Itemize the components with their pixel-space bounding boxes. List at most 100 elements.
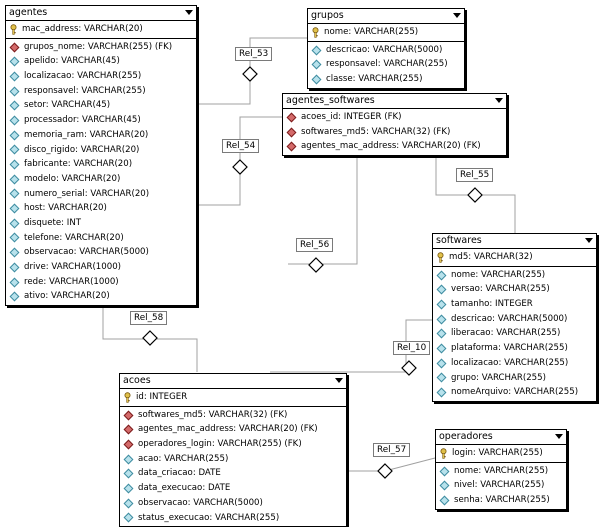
column-nome[interactable]: nome: VARCHAR(255)	[308, 25, 464, 40]
column-agentes-mac-address[interactable]: agentes_mac_address: VARCHAR(20) (FK)	[283, 139, 506, 154]
rel-10-label[interactable]: Rel_10	[393, 341, 431, 355]
column-versao[interactable]: versao: VARCHAR(255)	[433, 282, 596, 297]
column-ativo[interactable]: ativo: VARCHAR(20)	[6, 289, 196, 304]
column-text: agentes_mac_address: VARCHAR(20) (FK)	[301, 141, 481, 152]
attribute-icon	[9, 144, 20, 155]
column-fabricante[interactable]: fabricante: VARCHAR(20)	[6, 157, 196, 172]
entity-agentes-softwares[interactable]: agentes_softwares acoes_id: INTEGER (FK) s…	[282, 93, 507, 157]
entity-operadores[interactable]: operadores login: VARCHAR(255) nome: VARCH…	[435, 429, 567, 510]
entity-title[interactable]: agentes_softwares	[283, 94, 506, 109]
column-responsavel[interactable]: responsavel: VARCHAR(255)	[6, 84, 196, 99]
rel-57-label[interactable]: Rel_57	[373, 443, 411, 457]
column-text: disco_rigido: VARCHAR(20)	[24, 144, 140, 155]
column-tamanho[interactable]: tamanho: INTEGER	[433, 297, 596, 312]
primary-key-icon	[311, 27, 320, 38]
column-text: login: VARCHAR(255)	[452, 448, 543, 458]
column-localizacao[interactable]: localizacao: VARCHAR(255)	[6, 69, 196, 84]
rel-10-diamond	[401, 360, 417, 376]
column-text: acoes_id: INTEGER (FK)	[301, 112, 402, 122]
primary-key-icon	[123, 392, 132, 403]
column-telefone[interactable]: telefone: VARCHAR(20)	[6, 231, 196, 246]
column-descricao[interactable]: descricao: VARCHAR(5000)	[433, 312, 596, 327]
foreign-key-icon	[286, 127, 297, 137]
rel-56-label[interactable]: Rel_56	[296, 238, 334, 252]
column-disquete[interactable]: disquete: INT	[6, 216, 196, 231]
column-host[interactable]: host: VARCHAR(20)	[6, 201, 196, 216]
rel-54-diamond	[232, 159, 248, 175]
column-disco-rigido[interactable]: disco_rigido: VARCHAR(20)	[6, 143, 196, 158]
column-setor[interactable]: setor: VARCHAR(45)	[6, 98, 196, 113]
column-text: localizacao: VARCHAR(255)	[24, 71, 142, 82]
column-text: responsavel: VARCHAR(255)	[24, 85, 146, 96]
column-classe[interactable]: classe: VARCHAR(255)	[308, 72, 464, 87]
column-data-execucao[interactable]: data_execucao: DATE	[120, 481, 346, 496]
column-rede[interactable]: rede: VARCHAR(1000)	[6, 275, 196, 290]
rel-54-label[interactable]: Rel_54	[222, 139, 260, 153]
entity-title[interactable]: softwares	[433, 234, 596, 249]
attribute-icon	[436, 299, 447, 310]
column-modelo[interactable]: modelo: VARCHAR(20)	[6, 172, 196, 187]
column-nome[interactable]: nome: VARCHAR(255)	[436, 464, 566, 479]
column-memoria-ram[interactable]: memoria_ram: VARCHAR(20)	[6, 128, 196, 143]
chevron-down-icon[interactable]	[555, 434, 563, 439]
column-login[interactable]: login: VARCHAR(255)	[436, 446, 566, 461]
entity-title[interactable]: acoes	[120, 374, 346, 389]
entity-agentes[interactable]: agentes mac_address: VARCHAR(20) grupos_no…	[5, 5, 197, 307]
attributes-section: nome: VARCHAR(255)versao: VARCHAR(255)ta…	[433, 265, 596, 401]
column-text: modelo: VARCHAR(20)	[24, 173, 121, 184]
column-plataforma[interactable]: plataforma: VARCHAR(255)	[433, 341, 596, 356]
attribute-icon	[311, 45, 322, 55]
column-apelido[interactable]: apelido: VARCHAR(45)	[6, 54, 196, 69]
chevron-down-icon[interactable]	[495, 98, 503, 103]
column-processador[interactable]: processador: VARCHAR(45)	[6, 113, 196, 128]
column-agentes-mac-address[interactable]: agentes_mac_address: VARCHAR(20) (FK)	[120, 422, 346, 437]
rel-53-label[interactable]: Rel_53	[235, 47, 273, 61]
column-drive[interactable]: drive: VARCHAR(1000)	[6, 260, 196, 275]
attribute-icon	[9, 291, 20, 302]
column-responsavel[interactable]: responsavel: VARCHAR(255)	[308, 57, 464, 72]
column-softwares-md5[interactable]: softwares_md5: VARCHAR(32) (FK)	[120, 408, 346, 423]
column-nomearquivo[interactable]: nomeArquivo: VARCHAR(255)	[433, 385, 596, 400]
attribute-icon	[436, 358, 447, 369]
column-text: mac_address: VARCHAR(20)	[22, 24, 143, 34]
entity-title[interactable]: operadores	[436, 430, 566, 445]
column-observacao[interactable]: observacao: VARCHAR(5000)	[120, 496, 346, 511]
column-grupos-nome[interactable]: grupos_nome: VARCHAR(255) (FK)	[6, 40, 196, 55]
attribute-icon	[9, 247, 20, 258]
chevron-down-icon[interactable]	[585, 238, 593, 243]
column-status-execucao[interactable]: status_execucao: VARCHAR(255)	[120, 511, 346, 526]
column-softwares-md5[interactable]: softwares_md5: VARCHAR(32) (FK)	[283, 125, 506, 140]
column-data-criacao[interactable]: data_criacao: DATE	[120, 466, 346, 481]
entity-title[interactable]: grupos	[308, 9, 464, 24]
column-nome[interactable]: nome: VARCHAR(255)	[433, 268, 596, 283]
attributes-section: descricao: VARCHAR(5000)responsavel: VAR…	[308, 40, 464, 88]
attributes-section: grupos_nome: VARCHAR(255) (FK)apelido: V…	[6, 37, 196, 305]
column-senha[interactable]: senha: VARCHAR(255)	[436, 493, 566, 508]
column-liberacao[interactable]: liberacao: VARCHAR(255)	[433, 326, 596, 341]
column-md5[interactable]: md5: VARCHAR(32)	[433, 250, 596, 265]
column-text: plataforma: VARCHAR(255)	[451, 343, 568, 354]
column-nivel[interactable]: nivel: VARCHAR(255)	[436, 478, 566, 493]
chevron-down-icon[interactable]	[335, 378, 343, 383]
column-observacao[interactable]: observacao: VARCHAR(5000)	[6, 245, 196, 260]
rel-55-label[interactable]: Rel_55	[456, 168, 494, 182]
chevron-down-icon[interactable]	[453, 13, 461, 18]
chevron-down-icon[interactable]	[185, 10, 193, 15]
entity-title[interactable]: agentes	[6, 6, 196, 21]
column-operadores-login[interactable]: operadores_login: VARCHAR(255) (FK)	[120, 437, 346, 452]
column-text: host: VARCHAR(20)	[24, 203, 107, 214]
column-descricao[interactable]: descricao: VARCHAR(5000)	[308, 43, 464, 58]
attribute-icon	[436, 372, 447, 383]
rel-58-label[interactable]: Rel_58	[130, 311, 168, 325]
column-acoes-id[interactable]: acoes_id: INTEGER (FK)	[283, 110, 506, 125]
column-id[interactable]: id: INTEGER	[120, 390, 346, 405]
column-acao[interactable]: acao: VARCHAR(255)	[120, 452, 346, 467]
column-localizacao[interactable]: localizacao: VARCHAR(255)	[433, 356, 596, 371]
column-mac-address[interactable]: mac_address: VARCHAR(20)	[6, 22, 196, 37]
column-grupo[interactable]: grupo: VARCHAR(255)	[433, 371, 596, 386]
column-numero-serial[interactable]: numero_serial: VARCHAR(20)	[6, 187, 196, 202]
column-text: observacao: VARCHAR(5000)	[24, 247, 149, 258]
